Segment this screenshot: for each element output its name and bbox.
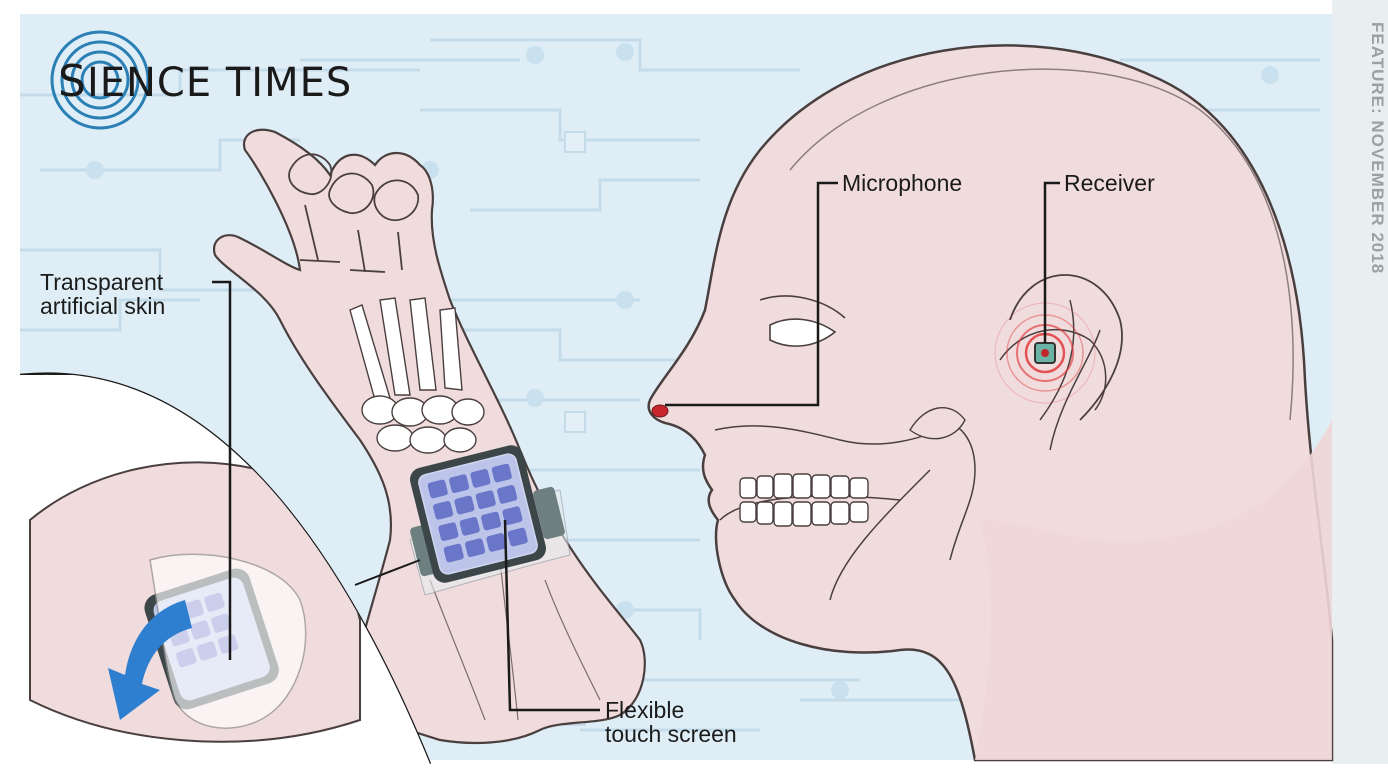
logo-title: SIENCE TIMES [58, 56, 352, 107]
touch-screen-label-line1: Flexible [605, 698, 737, 722]
touch-screen-label-line2: touch screen [605, 722, 737, 746]
artificial-skin-label-line2: artificial skin [40, 294, 165, 318]
microphone-icon [652, 405, 668, 417]
artificial-skin-label-line1: Transparent [40, 270, 165, 294]
microphone-label: Microphone [842, 171, 962, 195]
feature-date-label: FEATURE: NOVEMBER 2018 [1367, 22, 1387, 274]
artificial-skin-label: Transparent artificial skin [40, 270, 165, 318]
receiver-label: Receiver [1064, 171, 1155, 195]
touch-screen-label: Flexible touch screen [605, 698, 737, 746]
